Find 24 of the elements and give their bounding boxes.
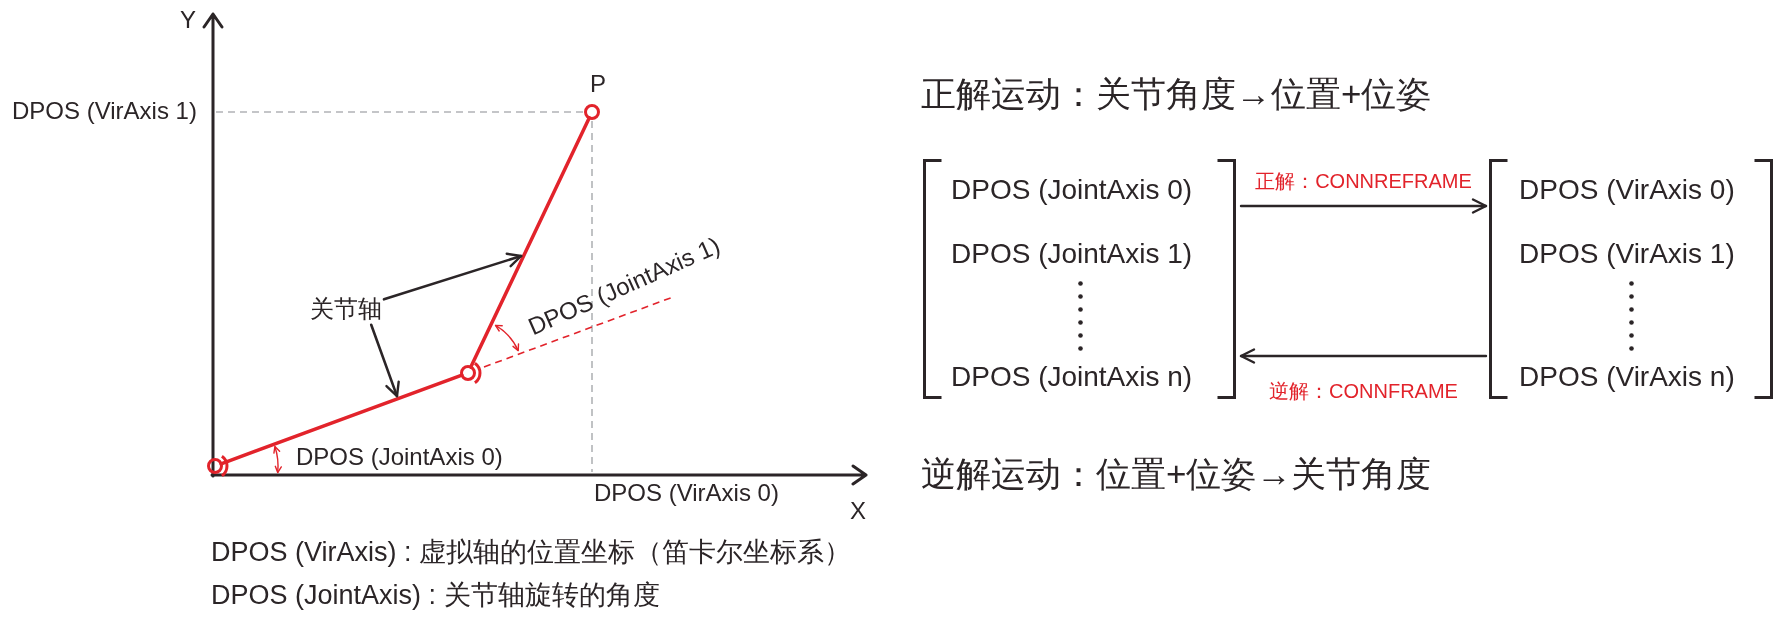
matrix-entry: DPOS (VirAxis n) — [1519, 360, 1735, 394]
arrow — [1239, 348, 1488, 364]
callout-label: 关节轴 — [310, 295, 382, 323]
coordinate-label: DPOS (VirAxis 1) — [12, 97, 197, 125]
matrix-entry: DPOS (VirAxis 0) — [1519, 173, 1735, 207]
robot-link — [469, 116, 591, 369]
axis-label: X — [850, 497, 866, 525]
arrow — [1239, 198, 1488, 214]
matrix — [1489, 159, 1773, 399]
matrix — [923, 159, 1236, 399]
matrix-entry: DPOS (JointAxis 1) — [951, 237, 1193, 271]
matrix-entry: DPOS (VirAxis 1) — [1519, 237, 1735, 271]
axis-label: Y — [180, 6, 196, 34]
coordinate-label: DPOS (VirAxis 0) — [594, 479, 779, 507]
heading: 正解运动：关节角度→位置+位姿 — [921, 73, 1432, 115]
leader-arrow — [369, 323, 400, 398]
note-text: DPOS (VirAxis) : 虚拟轴的位置坐标（笛卡尔坐标系） — [211, 537, 852, 569]
heading: 逆解运动：位置+位姿→关节角度 — [921, 453, 1432, 495]
note-text: DPOS (JointAxis) : 关节轴旋转的角度 — [211, 580, 660, 612]
point-label: P — [590, 70, 606, 98]
leader-arrow — [382, 252, 523, 301]
matrix-entry: DPOS (JointAxis n) — [951, 360, 1193, 394]
matrix-entry: DPOS (JointAxis 0) — [951, 173, 1193, 207]
angle-label: DPOS (JointAxis 0) — [296, 443, 503, 471]
